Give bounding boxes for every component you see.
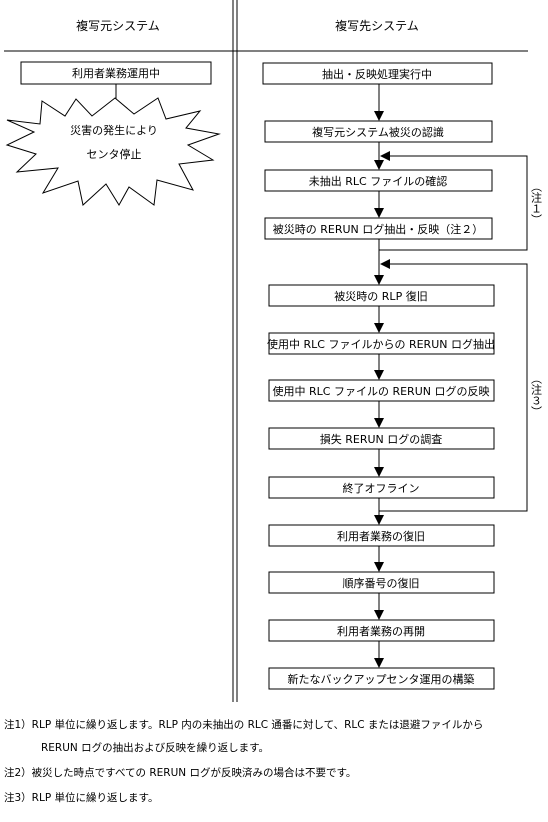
step-box-11: 順序番号の復旧 (268, 571, 495, 594)
step-label: 終了オフライン (343, 481, 420, 495)
step-label: 抽出・反映処理実行中 (322, 67, 432, 81)
step-label: 損失 RERUN ログの調査 (320, 432, 443, 446)
loop-2-label: （注３） (530, 373, 543, 417)
step-label: 新たなバックアップセンタ運用の構築 (288, 672, 475, 686)
step-box-5: 被災時の RLP 復旧 (268, 284, 495, 307)
step-box-4: 被災時の RERUN ログ抽出・反映（注２） (264, 217, 493, 240)
step-label: 被災時の RLP 復旧 (334, 290, 427, 303)
step-box-1: 抽出・反映処理実行中 (262, 62, 493, 85)
step-box-3: 未抽出 RLC ファイルの確認 (264, 169, 493, 192)
source-system-header: 複写元システム (76, 18, 160, 33)
user-operation-label: 利用者業務運用中 (72, 66, 160, 80)
step-box-6: 使用中 RLC ファイルからの RERUN ログ抽出 (267, 332, 495, 355)
step-label: 使用中 RLC ファイルからの RERUN ログ抽出 (267, 337, 495, 351)
step-label: 被災時の RERUN ログ抽出・反映（注２） (273, 222, 484, 236)
loop-arrow-1 (379, 151, 528, 251)
note-3: 注3）RLP 単位に繰り返します。 (4, 791, 158, 804)
step-label: 未抽出 RLC ファイルの確認 (309, 174, 447, 188)
step-box-8: 損失 RERUN ログの調査 (268, 427, 495, 450)
burst-line-2: センタ停止 (87, 147, 142, 161)
step-box-10: 利用者業務の復旧 (268, 524, 495, 547)
note-1-line-1: 注1）RLP 単位に繰り返します。RLP 内の未抽出の RLC 通番に対して、R… (4, 718, 483, 731)
step-label: 使用中 RLC ファイルの RERUN ログの反映 (273, 384, 490, 398)
step-box-13: 新たなバックアップセンタ運用の構築 (268, 667, 495, 690)
disaster-burst-shape (5, 97, 221, 206)
target-system-header: 複写先システム (335, 18, 419, 33)
step-box-7: 使用中 RLC ファイルの RERUN ログの反映 (268, 379, 495, 402)
step-box-9: 終了オフライン (268, 476, 495, 499)
burst-line-1: 災害の発生により (70, 123, 158, 137)
step-box-12: 利用者業務の再開 (268, 619, 495, 642)
step-label: 利用者業務の復旧 (337, 529, 425, 543)
step-label: 複写元システム被災の認識 (312, 125, 444, 139)
step-label: 順序番号の復旧 (343, 576, 420, 590)
step-box-2: 複写元システム被災の認識 (264, 120, 493, 143)
note-1-line-2: RERUN ログの抽出および反映を繰り返します。 (41, 741, 269, 754)
loop-1-label: （注１） (530, 181, 543, 225)
loop-arrow-2 (379, 259, 528, 512)
note-2: 注2）被災した時点ですべての RERUN ログが反映済みの場合は不要です。 (4, 766, 356, 779)
step-label: 利用者業務の再開 (337, 624, 425, 638)
